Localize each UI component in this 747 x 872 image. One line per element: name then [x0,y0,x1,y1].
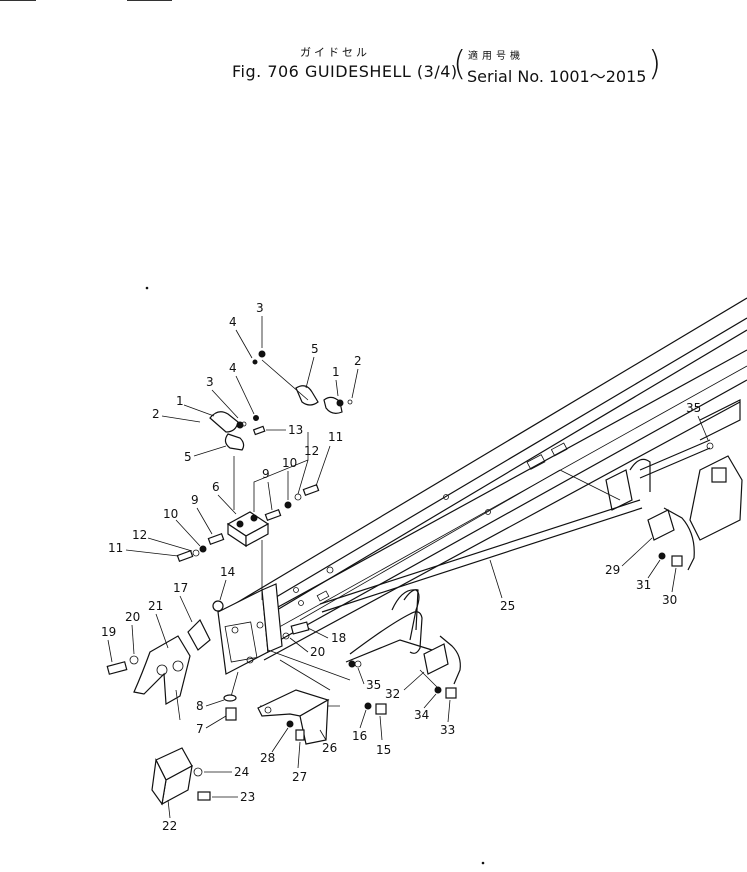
callout-15: 15 [376,743,391,757]
callout-33: 33 [440,723,455,737]
callout-5: 5 [184,450,192,464]
callout-20: 20 [310,645,325,659]
callout-35: 35 [686,401,701,415]
callout-2: 2 [354,354,362,368]
callout-7: 7 [196,722,204,736]
callout-23: 23 [240,790,255,804]
callout-6: 6 [212,480,220,494]
callout-5: 5 [311,342,319,356]
bracket-6 [226,511,270,548]
front-end-block [217,583,283,675]
callout-35: 35 [366,678,381,692]
callout-17: 17 [173,581,188,595]
callout-32: 32 [385,687,400,701]
fasteners-9-12-right [264,484,320,521]
callout-2: 2 [152,407,160,421]
callout-16: 16 [352,729,367,743]
bracket-21 [133,635,191,721]
figure-title: Fig. 706 GUIDESHELL (3/4) [232,62,458,81]
callout-9: 9 [191,493,199,507]
bracket-26 [257,689,330,745]
callout-21: 21 [148,599,163,613]
callout-3: 3 [256,301,264,315]
fasteners-33-34 [434,686,457,699]
callout-18: 18 [331,631,346,645]
callout-34: 34 [414,708,429,722]
callout-24: 24 [234,765,249,779]
clamp-right [252,350,353,414]
callout-12: 12 [304,444,319,458]
callout-12: 12 [132,528,147,542]
rod-25 [319,469,643,613]
nut-14 [212,600,224,612]
callout-30: 30 [662,593,677,607]
title-japanese: ガイドセル [300,46,370,59]
callout-20: 20 [125,610,140,624]
callout-1: 1 [176,394,184,408]
callout-8: 8 [196,699,204,713]
bolt-7-washer-8 [223,694,237,721]
bolt-18-washer-20 [282,621,310,640]
callout-28: 28 [260,751,275,765]
callout-3: 3 [206,375,214,389]
serial-range: Serial No. 1001～2015 [467,67,647,86]
plate-17 [187,618,211,651]
callout-1: 1 [332,365,340,379]
callout-4: 4 [229,361,237,375]
bracket-22 [151,747,211,806]
serial-japanese: 適用号機 [468,51,524,62]
callout-27: 27 [292,770,307,784]
scan-speck [481,861,485,865]
callout-26: 26 [322,741,337,755]
top-edge-mark-right [127,0,172,1]
clip-assembly-29 [605,439,743,571]
callout-10: 10 [163,507,178,521]
left-paren: ( [453,44,467,84]
top-edge-mark-left [0,0,36,1]
fasteners-15-16 [354,660,387,715]
callout-9: 9 [262,467,270,481]
clip-assembly-32 [345,589,461,691]
callout-19: 19 [101,625,116,639]
callout-11: 11 [328,430,343,444]
callout-4: 4 [229,315,237,329]
fasteners-9-12-left [176,533,225,562]
callout-22: 22 [162,819,177,833]
fasteners-30-31 [658,552,683,567]
callout-29: 29 [605,563,620,577]
callout-14: 14 [220,565,235,579]
clamp-left [209,411,266,451]
callout-labels: 3 4 5 2 1 1 2 3 4 13 5 11 12 10 9 6 9 10 [101,301,709,833]
scan-speck [145,286,149,290]
right-paren: ) [648,44,662,84]
callout-11: 11 [108,541,123,555]
callout-10: 10 [282,456,297,470]
bolt-19-washer-20 [106,655,139,675]
callout-31: 31 [636,578,651,592]
callout-25: 25 [500,599,515,613]
callout-13: 13 [288,423,303,437]
